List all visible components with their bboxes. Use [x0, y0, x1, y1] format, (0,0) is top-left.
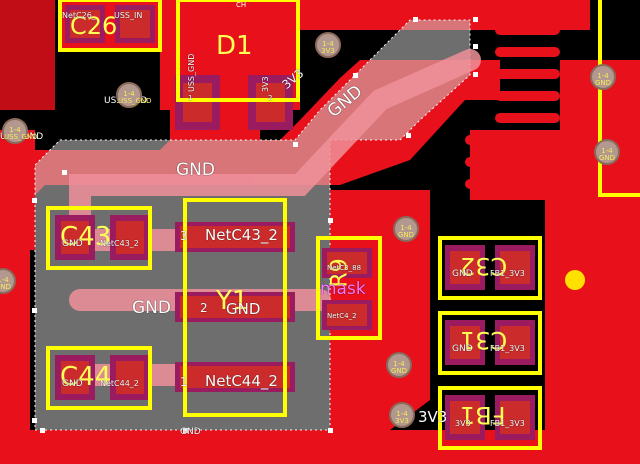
- c43-pin-left: GND: [62, 239, 83, 249]
- ref-d1[interactable]: D1: [216, 31, 253, 61]
- y1-pin1-num: 1: [180, 375, 188, 389]
- y1-pin1-net: NetC44_2: [205, 372, 278, 390]
- ref-c43[interactable]: C43: [60, 222, 112, 252]
- c32-pin-left: GND: [452, 269, 473, 279]
- trace-gnd-bottom: GND: [180, 427, 201, 437]
- fb1-pin-right: FB1_3V3: [490, 419, 525, 428]
- ref-y1[interactable]: Y1: [216, 286, 249, 316]
- trace-gnd-mid: GND: [132, 298, 171, 318]
- r9-mask-label: mask: [320, 279, 366, 299]
- trace-gnd-top: GND: [176, 160, 215, 180]
- y1-pin3-net: NetC43_2: [205, 226, 278, 244]
- c32-pin-right: FB1_3V3: [490, 269, 525, 278]
- fiducial-marker: [565, 270, 585, 290]
- d1-pin2-num: 2: [268, 94, 273, 102]
- d1-pin2-net: 3V3: [261, 76, 270, 92]
- fb1-pin-mid: 3V3: [455, 419, 471, 428]
- c43-pin-right: NetC43_2: [100, 239, 139, 248]
- ic-pins: [465, 3, 620, 330]
- c44-pin-left: GND: [62, 379, 83, 389]
- c31-pin-right: FB1_3V3: [490, 344, 525, 353]
- r9-net-top: NetC3_88: [327, 264, 362, 272]
- c26-net: NetC26_: [62, 11, 96, 20]
- c44-pin-right: NetC44_2: [100, 379, 139, 388]
- fb1-pin-left: 3V3: [418, 408, 448, 426]
- d1-top-label: CH: [236, 1, 247, 9]
- c26-extra: USS_IN: [114, 11, 143, 20]
- y1-pin4-net: GND: [226, 300, 261, 318]
- selection-handles[interactable]: [32, 17, 478, 433]
- y1-pin2-num: 2: [200, 301, 208, 315]
- pads: [55, 5, 535, 440]
- silkscreen-outlines: [46, 0, 640, 450]
- ref-c26[interactable]: C26: [70, 12, 118, 40]
- r9-net-bottom: NetC4_2: [327, 312, 357, 320]
- d1-pin1-net: USS_GND: [187, 53, 196, 92]
- d1-pin1-num: 1: [188, 94, 193, 102]
- y1-pin3-num: 3: [180, 229, 188, 243]
- c31-pin-left: GND: [452, 344, 473, 354]
- ref-c44[interactable]: C44: [60, 362, 112, 392]
